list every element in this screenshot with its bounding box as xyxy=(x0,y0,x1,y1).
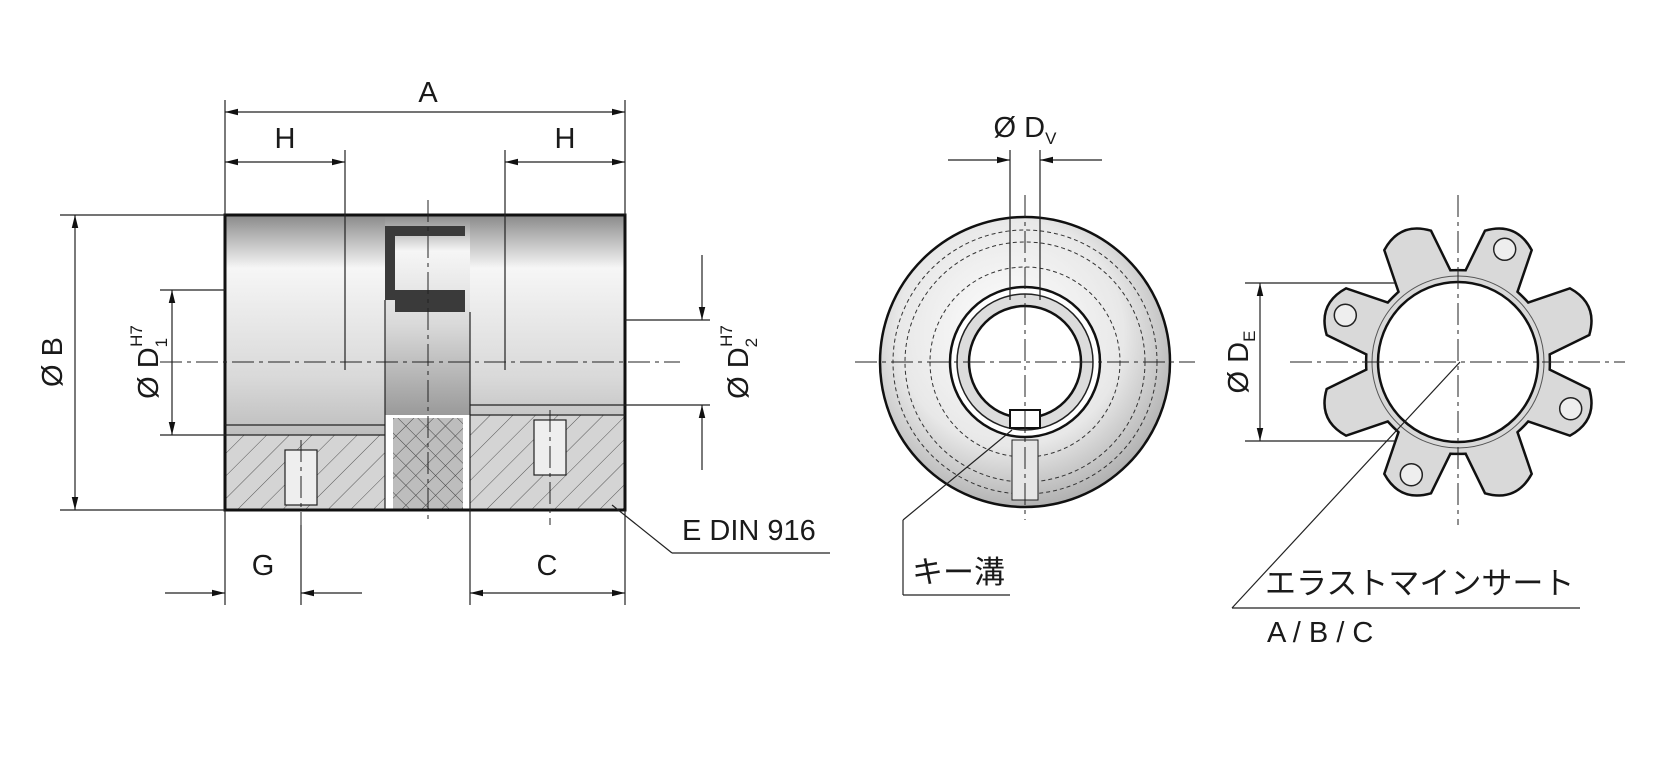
svg-text:Ø D1H7: Ø D1 H7 xyxy=(127,325,171,399)
svg-text:Ø DV: Ø DV xyxy=(994,112,1058,148)
dim-d2-superscript: H7 xyxy=(717,325,736,347)
dim-a-label: A xyxy=(418,77,438,109)
elastomer-label: エラストマインサート xyxy=(1265,566,1574,602)
svg-text:Ø DE: Ø DE xyxy=(1223,331,1259,394)
keyway-label: キー溝 xyxy=(912,555,1005,591)
side-view xyxy=(160,200,680,525)
elastomer-strip xyxy=(385,226,465,312)
elastomer-dimensions: Ø DE エラストマインサート A / B / C xyxy=(1223,282,1580,649)
set-screw-label: E DIN 916 xyxy=(682,515,816,547)
elastomer-grades-label: A / B / C xyxy=(1267,617,1373,649)
dim-dv-subscript: V xyxy=(1045,129,1057,148)
dim-d1-subscript: 1 xyxy=(152,338,171,347)
lobe-hole xyxy=(1399,462,1424,487)
side-view-dimensions: A H H Ø B Ø D1H7 Ø D2H7 G xyxy=(37,77,830,605)
dim-d2-subscript: 2 xyxy=(742,338,761,347)
lobe-hole xyxy=(1492,237,1517,262)
dim-h-right-label: H xyxy=(555,123,576,155)
dim-c-label: C xyxy=(537,550,558,582)
dim-de-subscript: E xyxy=(1240,331,1259,342)
dim-d2-label: Ø D xyxy=(723,347,755,399)
lobe-hole xyxy=(1558,396,1583,421)
lobe-hole xyxy=(1333,303,1358,328)
dim-de-label: Ø D xyxy=(1223,342,1255,394)
front-view xyxy=(855,195,1195,520)
elastomer-insert-view xyxy=(1290,195,1625,525)
dim-dv-label: Ø D xyxy=(994,112,1046,144)
dim-d1-superscript: H7 xyxy=(127,325,146,347)
dim-g-label: G xyxy=(252,550,275,582)
svg-text:Ø D2H7: Ø D2 H7 xyxy=(717,325,761,399)
dim-d1-label: Ø D xyxy=(133,347,165,399)
dim-b-label: Ø B xyxy=(37,337,69,387)
front-view-dimensions: Ø DV キー溝 xyxy=(902,112,1102,596)
dim-h-left-label: H xyxy=(275,123,296,155)
